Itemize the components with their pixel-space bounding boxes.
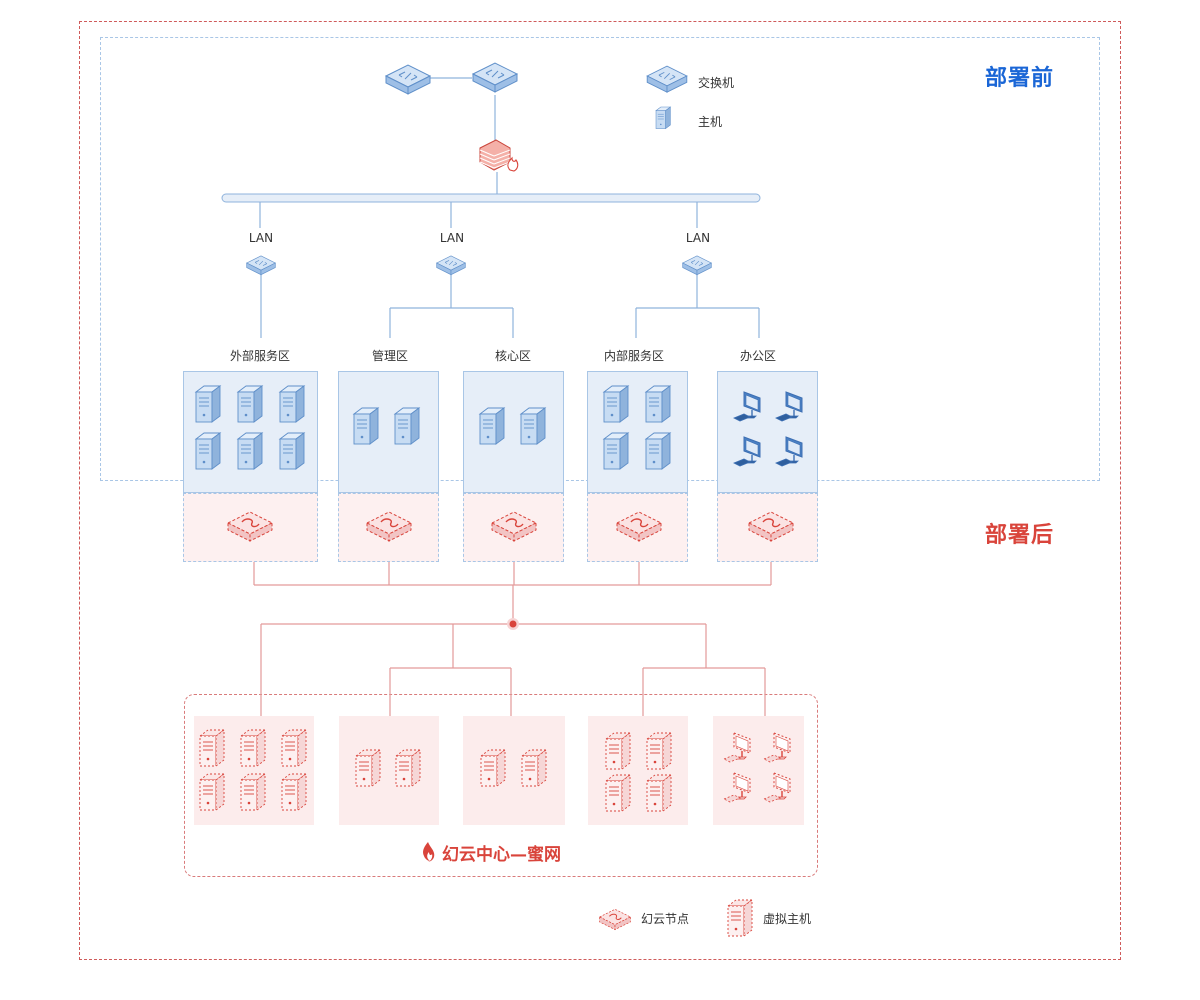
office-pc-icon-1 <box>733 391 761 422</box>
decoy-external-server-icon-2 <box>239 729 267 767</box>
node-box-external <box>183 493 318 562</box>
honeynet-title-text: 幻云中心—蜜网 <box>442 845 561 865</box>
lan-label-2: LAN <box>439 231 465 245</box>
external-server-icon-5 <box>236 432 264 470</box>
honeypot-node-icon-external <box>226 511 274 542</box>
lan-label-1: LAN <box>248 231 274 245</box>
decoy-management-server-icon-1 <box>354 749 382 787</box>
zone-label-external: 外部服务区 <box>229 349 290 363</box>
decoy-pc-icon-3 <box>723 772 751 803</box>
legend-host-label: 主机 <box>698 115 723 129</box>
honeypot-node-icon-office <box>747 511 795 542</box>
zone-label-core: 核心区 <box>494 349 531 363</box>
decoy-core-server-icon-1 <box>479 749 507 787</box>
zone-label-office: 办公区 <box>739 349 776 363</box>
decoy-internal-server-icon-1 <box>604 732 632 770</box>
core-server-icon-1 <box>478 407 506 445</box>
core-switch-icon-2 <box>471 62 519 93</box>
legend-vhost-icon <box>726 899 754 937</box>
office-pc-icon-4 <box>775 436 803 467</box>
office-pc-icon-3 <box>733 436 761 467</box>
decoy-box-office <box>713 716 804 825</box>
lan-switch-icon-3 <box>681 255 713 276</box>
lan-switch-icon-1 <box>245 255 277 276</box>
internal-server-icon-3 <box>602 432 630 470</box>
external-server-icon-1 <box>194 385 222 423</box>
honeypot-node-icon-core <box>490 511 538 542</box>
legend-switch-icon <box>646 65 688 93</box>
lan-label-3: LAN <box>685 231 711 245</box>
legend-node-label: 幻云节点 <box>641 912 690 926</box>
decoy-core-server-icon-2 <box>520 749 548 787</box>
decoy-pc-icon-4 <box>763 772 791 803</box>
honeynet-title: 幻云中心—蜜网 <box>420 840 561 865</box>
decoy-internal-server-icon-3 <box>604 774 632 812</box>
core-server-icon-2 <box>519 407 547 445</box>
decoy-box-core <box>463 716 565 825</box>
flame-logo-icon <box>420 841 436 863</box>
zone-label-management: 管理区 <box>371 349 408 363</box>
after-deployment-title: 部署后 <box>985 523 1055 548</box>
core-switch-icon-1 <box>384 64 432 95</box>
lan-backbone <box>221 193 761 203</box>
zone-box-office <box>717 371 818 493</box>
decoy-management-server-icon-2 <box>394 749 422 787</box>
office-pc-icon-2 <box>775 391 803 422</box>
decoy-external-server-icon-6 <box>280 773 308 811</box>
internal-server-icon-1 <box>602 385 630 423</box>
lan-switch-icon-2 <box>435 255 467 276</box>
decoy-pc-icon-1 <box>723 732 751 763</box>
decoy-internal-server-icon-4 <box>645 774 673 812</box>
management-server-icon-2 <box>393 407 421 445</box>
external-server-icon-3 <box>278 385 306 423</box>
decoy-pc-icon-2 <box>763 732 791 763</box>
decoy-external-server-icon-3 <box>280 729 308 767</box>
internal-server-icon-4 <box>644 432 672 470</box>
external-server-icon-2 <box>236 385 264 423</box>
decoy-external-server-icon-1 <box>198 729 226 767</box>
internal-server-icon-2 <box>644 385 672 423</box>
before-deployment-title: 部署前 <box>985 66 1055 91</box>
zone-label-internal: 内部服务区 <box>603 349 664 363</box>
honeypot-node-icon-internal <box>615 511 663 542</box>
management-server-icon-1 <box>352 407 380 445</box>
honeypot-node-icon-management <box>365 511 413 542</box>
hub-dot <box>507 618 519 630</box>
legend-host-icon <box>655 106 672 130</box>
external-server-icon-4 <box>194 432 222 470</box>
decoy-internal-server-icon-2 <box>645 732 673 770</box>
zone-box-internal <box>587 371 688 493</box>
outer-frame <box>79 21 1121 960</box>
decoy-external-server-icon-4 <box>198 773 226 811</box>
legend-switch-label: 交换机 <box>698 76 735 90</box>
firewall-icon <box>479 139 519 172</box>
external-server-icon-6 <box>278 432 306 470</box>
legend-node-icon <box>598 908 632 931</box>
honeynet-frame <box>184 694 818 877</box>
decoy-external-server-icon-5 <box>239 773 267 811</box>
decoy-box-internal <box>588 716 688 825</box>
legend-vhost-label: 虚拟主机 <box>763 912 812 926</box>
